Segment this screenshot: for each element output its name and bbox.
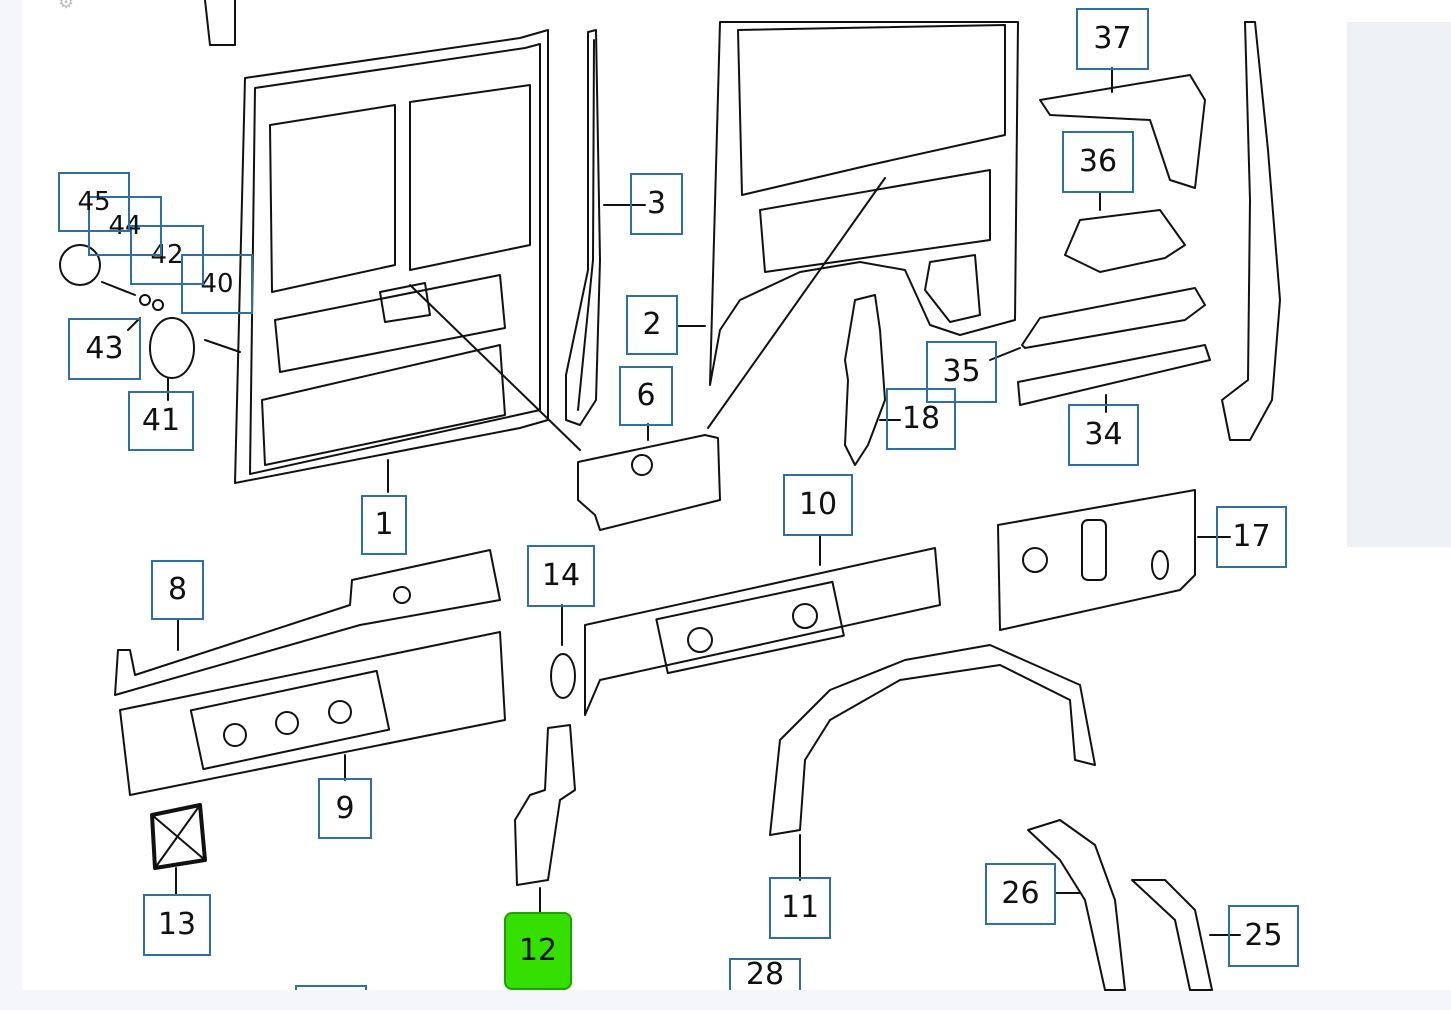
callout-36[interactable]: 36 <box>1062 131 1134 193</box>
callout-25[interactable]: 25 <box>1228 905 1299 967</box>
callout-26[interactable]: 26 <box>985 863 1056 925</box>
part-35-rail <box>989 287 1206 361</box>
callout-3[interactable]: 3 <box>630 173 683 235</box>
right-pillar <box>1221 21 1281 441</box>
part-37-upper-bracket <box>1039 67 1206 189</box>
callout-1[interactable]: 1 <box>361 495 407 555</box>
callout-35[interactable]: 35 <box>926 341 997 403</box>
left-scroll-strip <box>0 0 22 1010</box>
callout-18[interactable]: 18 <box>886 388 956 450</box>
callout-37[interactable]: 37 <box>1076 8 1149 70</box>
callout-12-highlighted[interactable]: 12 <box>504 912 572 990</box>
callout-14[interactable]: 14 <box>527 545 595 607</box>
callout-45[interactable]: 45 <box>58 172 130 232</box>
part-26-arch-segment <box>1027 819 1126 991</box>
bottom-edge-strip <box>0 990 1451 1010</box>
part-8-sill-upper <box>114 549 501 696</box>
hardware-parts-40-45 <box>59 244 241 401</box>
part-2-side-door <box>677 21 1019 429</box>
part-17-rear-panel <box>997 489 1231 631</box>
part-11-wheel-arch <box>769 644 1096 881</box>
callout-41[interactable]: 41 <box>128 391 194 451</box>
part-12-reinforcement <box>514 724 576 936</box>
right-side-panel <box>1347 22 1451 547</box>
part-1-rear-door <box>204 0 581 493</box>
part-25-arch-segment <box>1131 879 1241 991</box>
part-10-side-panel <box>584 534 941 716</box>
callout-2[interactable]: 2 <box>626 295 678 355</box>
part-9-sill-lower <box>119 631 506 796</box>
part-14-plug <box>550 604 576 699</box>
part-18-pillar <box>844 294 901 466</box>
callout-11[interactable]: 11 <box>769 877 831 939</box>
part-34-rail <box>1017 344 1211 413</box>
callout-28[interactable]: 28 <box>729 958 801 990</box>
part-6-bracket <box>577 423 721 531</box>
callout-44[interactable]: 44 <box>88 196 162 256</box>
part-13-grille <box>150 803 207 896</box>
callout-6[interactable]: 6 <box>619 366 673 426</box>
part-36-mount-bracket <box>1064 191 1186 273</box>
part-3-seal-strip <box>565 29 646 426</box>
callout-8[interactable]: 8 <box>151 560 204 620</box>
callout-9[interactable]: 9 <box>318 778 372 839</box>
callout-17[interactable]: 17 <box>1216 506 1287 568</box>
callout-partial-bottom[interactable] <box>295 985 367 990</box>
callout-34[interactable]: 34 <box>1068 404 1139 466</box>
callout-43[interactable]: 43 <box>68 318 141 380</box>
callout-10[interactable]: 10 <box>783 474 853 536</box>
gear-icon[interactable]: ⚙ <box>58 0 75 13</box>
callout-13[interactable]: 13 <box>143 894 211 956</box>
